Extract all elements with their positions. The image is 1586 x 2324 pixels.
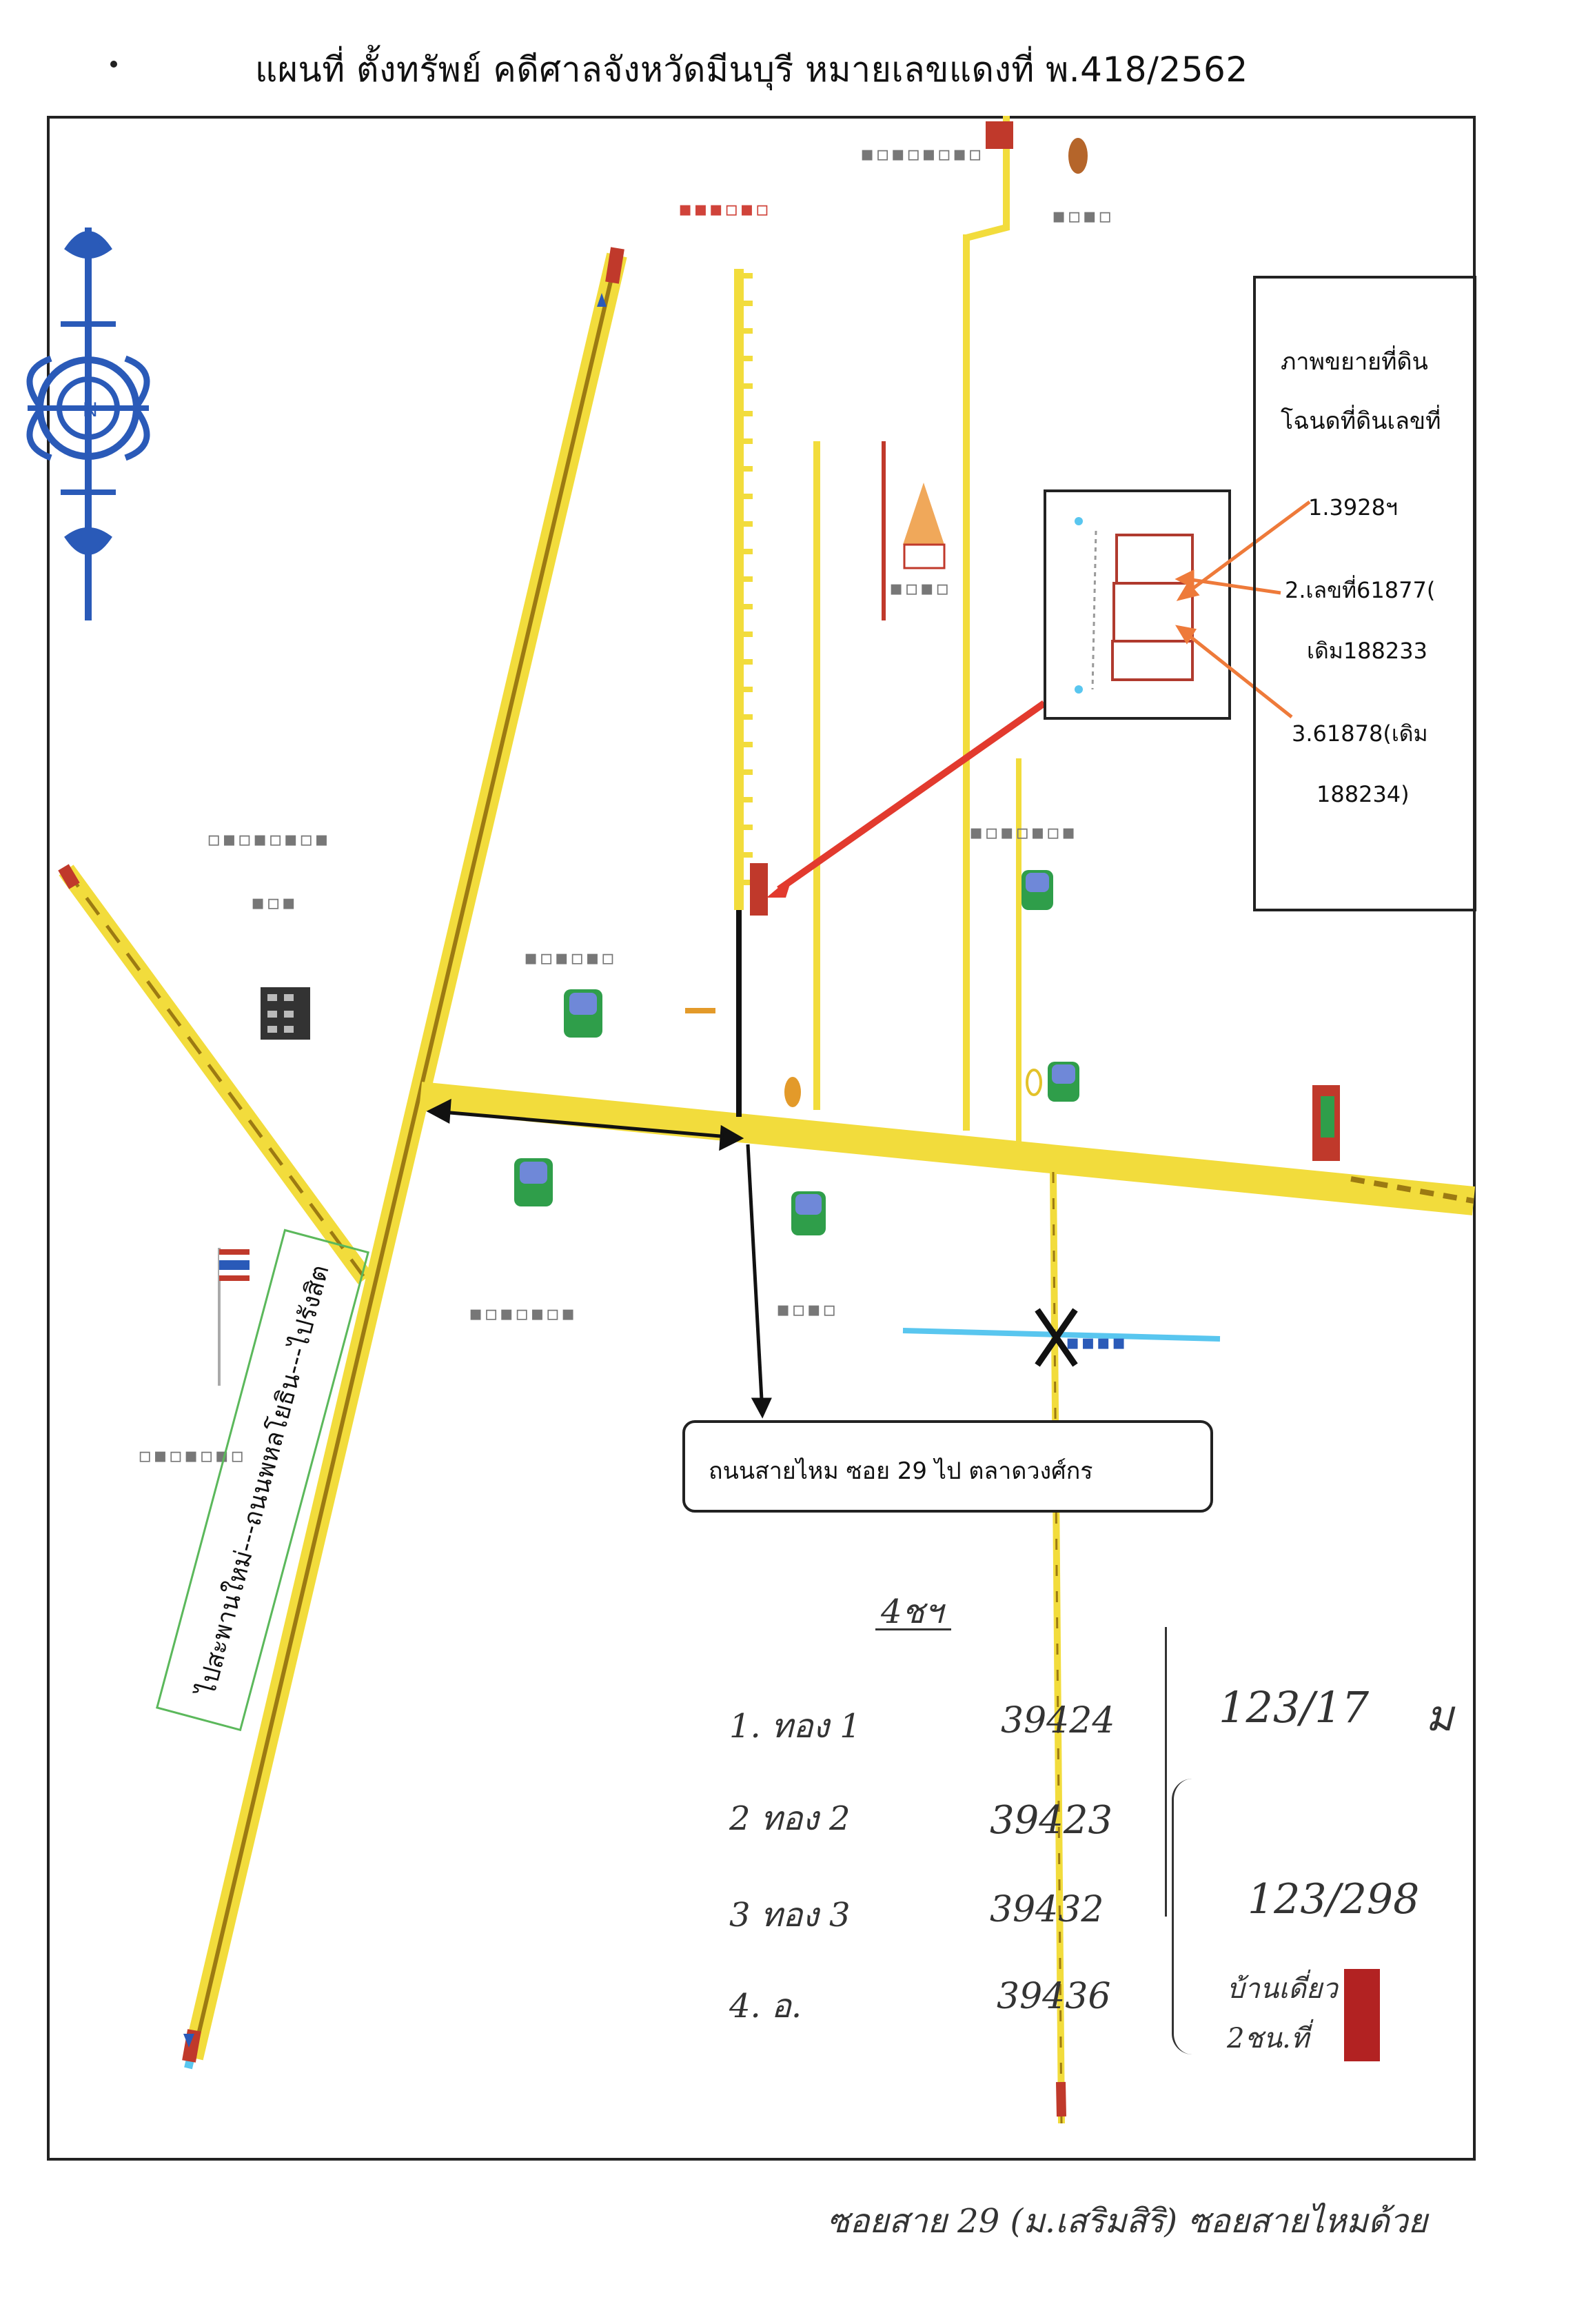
- bullet-dot: [110, 61, 117, 68]
- handwritten-row1-value: 39424: [1001, 1700, 1115, 1741]
- highway-road: [182, 247, 627, 2070]
- legend-item-3-line1: 3.61878(เดิม: [1292, 720, 1428, 747]
- handwritten-right-note-line1: บ้านเดี่ยว: [1227, 1973, 1338, 2005]
- handwritten-header: 4ชฯ: [881, 1593, 944, 1631]
- legend-item-3-line2: 188234): [1316, 781, 1410, 807]
- handwritten-row3-label: 3 ทอง 3: [729, 1896, 851, 1934]
- legend-box: ภาพขยายที่ดิน โฉนดที่ดินเลขที่ 1.3928ฯ 2…: [1253, 276, 1476, 911]
- thai-flag-icon: [218, 1248, 250, 1386]
- handwritten-right-mid: 123/298: [1248, 1875, 1420, 1923]
- canal: [902, 1308, 1221, 1367]
- legend-item-1: 1.3928ฯ: [1308, 494, 1398, 521]
- handwritten-row3-value: 39432: [990, 1889, 1104, 1930]
- handwritten-header-underline: [875, 1628, 951, 1630]
- legend-heading-line1: ภาพขยายที่ดิน: [1281, 348, 1428, 376]
- handwritten-footer: ซอยสาย 29 (ม.เสริมสิริ) ซอยสายไหมด้วย: [827, 2202, 1427, 2241]
- handwritten-row4-value: 39436: [997, 1976, 1111, 2017]
- handwritten-row2-value: 39423: [990, 1798, 1113, 1843]
- handwritten-right-note-line2: 2ชน.ที่: [1227, 2023, 1310, 2054]
- handwritten-row4-label: 4. อ.: [729, 1987, 802, 2025]
- plot-inset-diagram: [1044, 489, 1231, 720]
- legend-leader-lines: [1175, 500, 1311, 718]
- legend-item-2-line2: เดิม188233: [1307, 638, 1427, 664]
- compass-rose-icon: N: [26, 228, 150, 620]
- handwritten-row2-label: 2 ทอง 2: [729, 1799, 851, 1838]
- blurred-place-label: ▪▫▪▫▪▫: [524, 946, 616, 970]
- landmark-pins: [685, 121, 1380, 2061]
- side-road-west: [58, 864, 373, 1284]
- blurred-place-label: ▪▫▪▫▪▫▪: [969, 820, 1077, 845]
- legend-item-2-line1: 2.เลขที่61877(: [1285, 577, 1436, 603]
- svg-text:N: N: [83, 398, 98, 421]
- blurred-place-label: ▪▫▪▫: [889, 576, 951, 600]
- handwritten-divider-line: [1165, 1627, 1167, 1917]
- road-callout: ถนนสายไหม ซอย 29 ไป ตลาดวงศ์กร: [682, 1420, 1213, 1513]
- blurred-place-label: ▪▪▪▪: [1066, 1331, 1128, 1355]
- blurred-place-label: ▪▫▪▫▪▫▪: [469, 1302, 577, 1326]
- soi-ladder-road: [734, 269, 753, 1117]
- map-frame: [47, 116, 1476, 2161]
- handwritten-brace: [1172, 1779, 1193, 2054]
- blurred-place-label: ▪▫▪▫▪▫▪▫: [860, 142, 984, 166]
- handwritten-right-top-suffix: ม: [1425, 1690, 1454, 1741]
- blurred-place-label: ▫▪▫▪▫▪▫▪: [207, 827, 330, 851]
- page-title: แผนที่ ตั้งทรัพย์ คดีศาลจังหวัดมีนบุรี ห…: [255, 50, 1248, 90]
- main-road-horizontal: [418, 1082, 1476, 1215]
- blurred-place-label: ▪▫▪: [251, 891, 297, 915]
- blurred-place-label: ▪▫▪▫: [776, 1297, 838, 1322]
- village-icon: [514, 870, 1079, 1235]
- blurred-place-label: ▪▪▪▫▪▫: [678, 197, 771, 221]
- handwritten-row1-label: 1. ทอง 1: [729, 1707, 861, 1746]
- property-marker: [750, 700, 1046, 916]
- blurred-place-label: ▪▫▪▫: [1052, 204, 1114, 228]
- building-icon: [261, 987, 310, 1040]
- distance-arrow: [426, 1098, 772, 1419]
- legend-heading-line2: โฉนดที่ดินเลขที่: [1281, 407, 1441, 435]
- handwritten-right-top: 123/17: [1219, 1682, 1370, 1732]
- blurred-place-label: ▫▪▫▪▫▪▫: [138, 1444, 246, 1468]
- temple-icon: [882, 441, 946, 620]
